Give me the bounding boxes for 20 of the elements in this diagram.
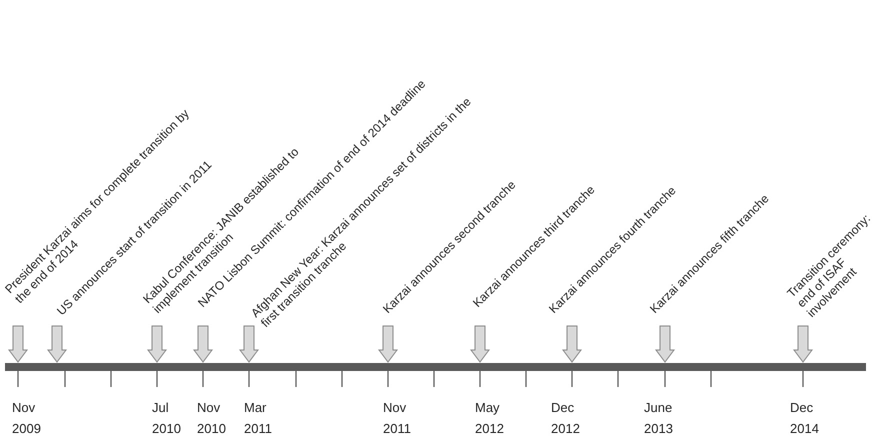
block-arrow [8, 326, 28, 363]
date-label: Dec 2014 [790, 399, 819, 438]
block-arrow [239, 326, 259, 363]
block-arrow [378, 326, 398, 363]
date-label: June 2013 [644, 399, 673, 438]
date-label: Nov 2009 [12, 399, 41, 438]
date-label: Nov 2011 [383, 399, 411, 438]
date-label: May 2012 [475, 399, 504, 438]
timeline-bar [5, 363, 866, 371]
date-label: Jul 2010 [152, 399, 181, 438]
date-label: Dec 2012 [551, 399, 580, 438]
block-arrow [47, 326, 67, 363]
block-arrow [193, 326, 213, 363]
date-label: Mar 2011 [244, 399, 272, 438]
block-arrow [147, 326, 167, 363]
date-label: Nov 2010 [197, 399, 226, 438]
block-arrow [655, 326, 675, 363]
block-arrow [793, 326, 813, 363]
block-arrow [470, 326, 490, 363]
block-arrow [562, 326, 582, 363]
